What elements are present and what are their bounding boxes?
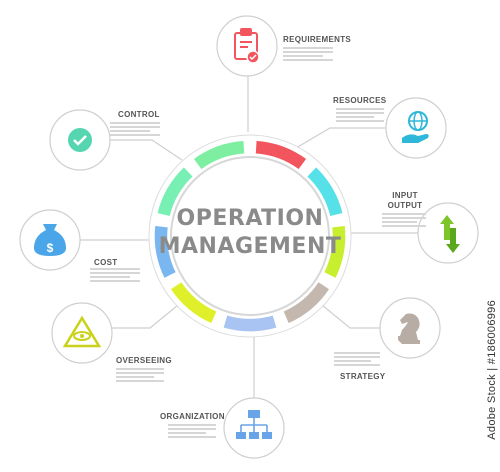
label-input: INPUT [392, 191, 418, 200]
svg-text:$: $ [47, 241, 54, 255]
text-placeholder-organization [168, 424, 216, 440]
ring-segment [221, 313, 279, 333]
label-cost: COST [94, 258, 118, 267]
chess-knight-icon [398, 313, 420, 344]
ring-segment [168, 280, 219, 326]
ring-segment [254, 139, 309, 172]
text-placeholder-strategy [334, 352, 380, 368]
label-control: CONTROL [118, 110, 160, 119]
ring-segment [191, 139, 246, 172]
ring-segment [155, 165, 195, 218]
eye-pyramid-icon [62, 315, 102, 348]
up-down-arrows-icon [440, 215, 460, 253]
ring-segment [322, 224, 347, 280]
inner-ring [170, 156, 330, 316]
text-placeholder-input-output [382, 213, 426, 229]
label-overseeing: OVERSEEING [116, 356, 172, 365]
text-placeholder-overseeing [116, 368, 164, 384]
ring-segments [153, 139, 347, 333]
label-organization: ORGANIZATION [160, 412, 225, 421]
diagram-title-line2: MANAGEMENT [158, 234, 342, 259]
ring-segment [305, 165, 345, 218]
money-bag-icon: $ [34, 224, 66, 256]
check-circle-icon [68, 128, 92, 152]
text-placeholder-control [110, 122, 160, 138]
org-chart-icon [236, 410, 272, 439]
stock-watermark: Adobe Stock | #186006996 [486, 300, 498, 440]
globe-in-hand-icon [402, 111, 429, 143]
text-placeholder-requirements [283, 47, 333, 63]
clipboard-check-icon [234, 28, 260, 64]
label-requirements: REQUIREMENTS [283, 35, 352, 44]
label-resources: RESOURCES [333, 96, 387, 105]
ring-segment [281, 280, 332, 326]
diagram-title-line1: OPERATION [176, 206, 324, 231]
text-placeholder-resources [336, 108, 384, 124]
ring-segment [153, 224, 178, 280]
text-placeholder-cost [90, 268, 140, 284]
label-strategy: STRATEGY [340, 372, 386, 381]
label-output: OUTPUT [387, 201, 423, 210]
